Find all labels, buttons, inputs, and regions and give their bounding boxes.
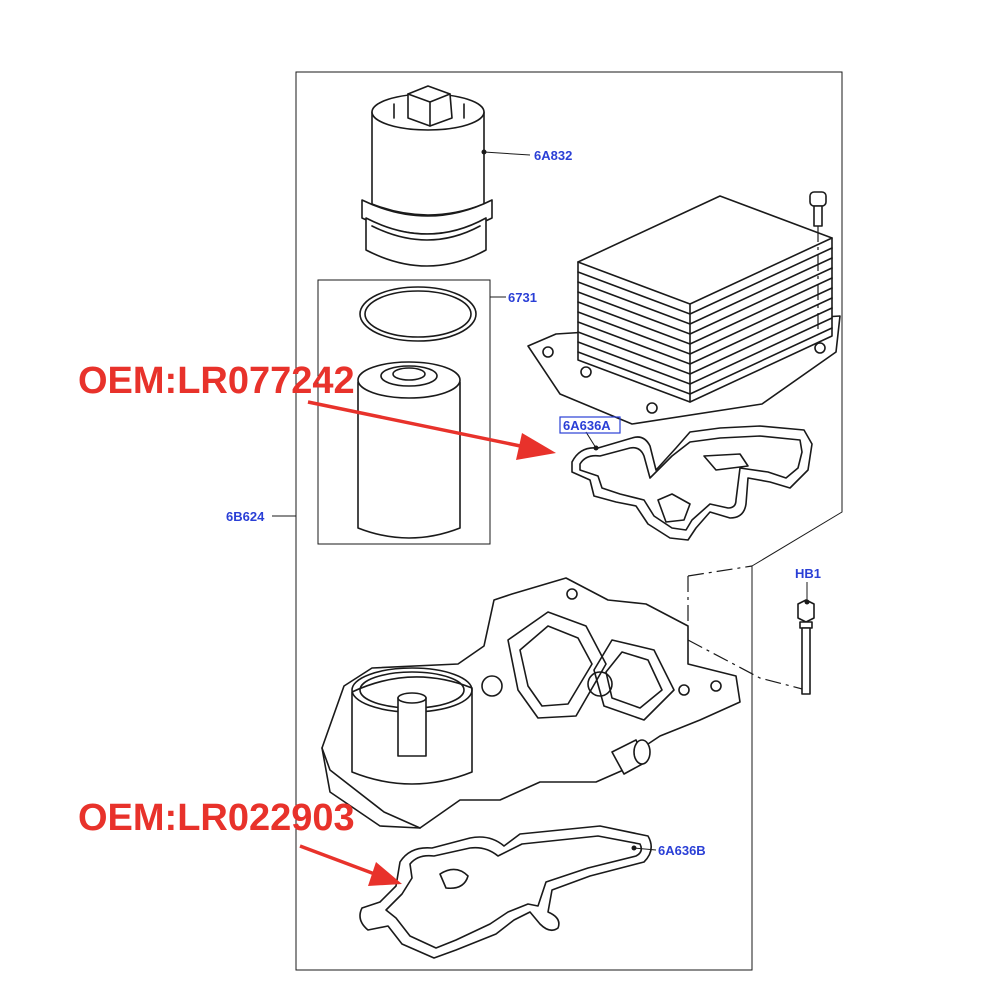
- leader-lines: [272, 149, 810, 851]
- oem-label-upper: OEM:LR077242: [78, 360, 355, 402]
- filter-element-drawing: [317, 279, 491, 545]
- callout-lower-gasket: 6A636B: [658, 843, 706, 858]
- alignment-line-upper: [687, 565, 753, 622]
- callout-oil-filter-cap: 6A832: [534, 148, 572, 163]
- cooler-bolt-drawing: [809, 191, 827, 334]
- callout-filter-assembly: 6B624: [226, 509, 265, 524]
- oil-cooler-drawing: [527, 195, 841, 425]
- oem-upper-arrow: [307, 400, 556, 460]
- callout-upper-gasket: 6A636A: [563, 418, 611, 433]
- oem-lower-arrow: [299, 844, 402, 886]
- oem-label-lower: OEM:LR022903: [78, 797, 355, 839]
- callout-bolt: HB1: [795, 566, 821, 581]
- filter-housing-drawing: [321, 577, 741, 829]
- upper-gasket-drawing: [571, 425, 813, 541]
- callout-o-ring: 6731: [508, 290, 537, 305]
- oil-filter-cap-drawing: [361, 85, 493, 267]
- alignment-line-bolt: [687, 639, 807, 691]
- hb1-bolt-drawing: [797, 599, 815, 695]
- callout-highlight-box: [559, 416, 621, 434]
- lower-gasket-drawing: [359, 825, 652, 959]
